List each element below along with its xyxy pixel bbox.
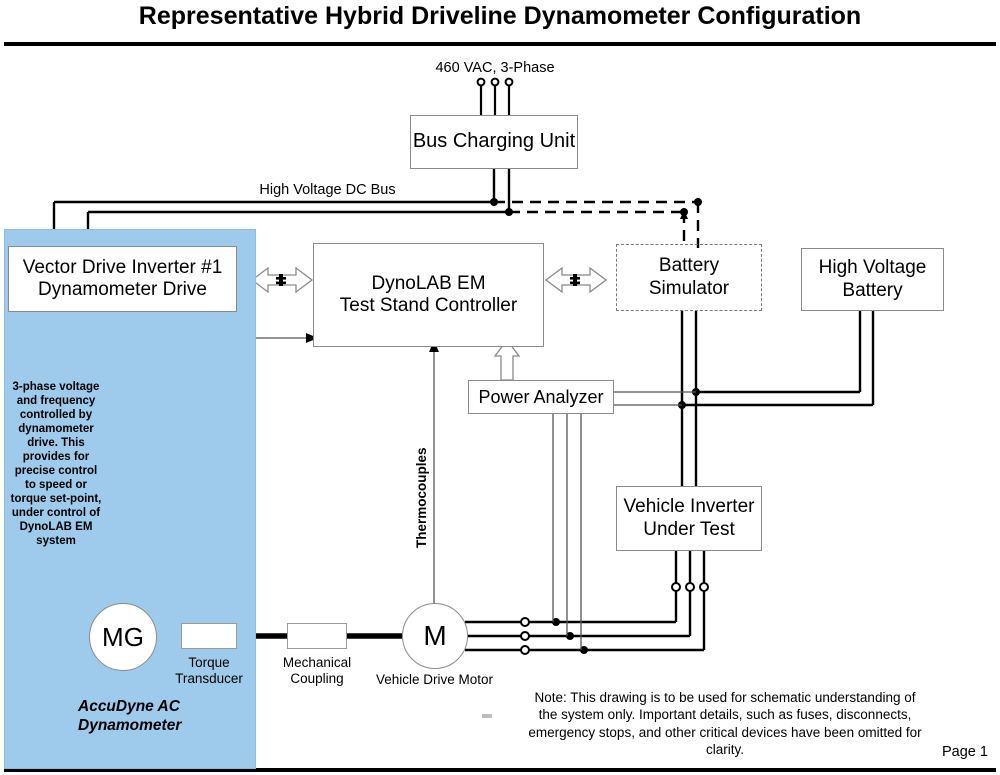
- torque-transducer-label-line2: Transducer: [175, 670, 243, 686]
- mechanical-coupling-label-line1: Mechanical: [282, 655, 352, 670]
- generator-symbol-label: MG: [102, 621, 144, 652]
- dynamometer-machine-symbol[interactable]: MG: [89, 603, 157, 671]
- vehicle-inverter-block[interactable]: Vehicle Inverter Under Test: [616, 486, 762, 551]
- vehicle-inverter-label-line2: Under Test: [643, 518, 735, 540]
- high-voltage-battery-block[interactable]: High Voltage Battery: [801, 248, 944, 311]
- footer-divider: [4, 768, 996, 772]
- accudyne-dynamometer-panel: [4, 229, 256, 769]
- high-voltage-battery-label-line1: High Voltage: [818, 257, 927, 279]
- thermocouples-label: Thermocouples: [414, 447, 429, 548]
- arrow-inverter-controller: [250, 266, 314, 294]
- battery-simulator-label-line1: Battery: [658, 255, 720, 277]
- vehicle-drive-motor-label: Vehicle Drive Motor: [375, 672, 494, 687]
- mechanical-coupling-block[interactable]: [287, 623, 347, 649]
- dc-bus-label: High Voltage DC Bus: [259, 182, 396, 198]
- mechanical-coupling-label-line2: Coupling: [290, 670, 344, 686]
- vehicle-inverter-label-line1: Vehicle Inverter: [623, 496, 755, 518]
- bus-charging-unit-label: Bus Charging Unit: [412, 130, 576, 153]
- bus-charging-unit-block[interactable]: Bus Charging Unit: [410, 115, 578, 169]
- vector-drive-inverter-label-line2: Dynamometer Drive: [38, 279, 207, 300]
- torque-transducer-label-line1: Torque: [188, 655, 230, 670]
- battery-simulator-label-line2: Simulator: [648, 277, 730, 299]
- dynolab-controller-block[interactable]: DynoLAB EM Test Stand Controller: [313, 243, 544, 347]
- page-number: Page 1: [942, 744, 988, 760]
- schematic-note: Note: This drawing is to be used for sch…: [528, 690, 922, 757]
- dynamometer-name-line2: Dynamometer: [78, 717, 182, 735]
- battery-simulator-block[interactable]: Battery Simulator: [616, 244, 762, 311]
- torque-transducer-label: Torque Transducer: [159, 655, 259, 687]
- arrow-controller-batterysim: [544, 266, 608, 294]
- vehicle-drive-motor-symbol[interactable]: M: [402, 603, 468, 669]
- power-analyzer-label: Power Analyzer: [478, 386, 604, 407]
- torque-transducer-block[interactable]: [181, 623, 237, 649]
- vector-drive-inverter-label-line1: Vector Drive Inverter #1: [22, 256, 223, 278]
- controller-label-line1: DynoLAB EM: [371, 272, 486, 294]
- header-divider: [4, 42, 996, 46]
- power-analyzer-block[interactable]: Power Analyzer: [468, 380, 614, 414]
- dynamometer-name: AccuDyne AC Dynamometer: [78, 697, 248, 736]
- vector-drive-inverter-block[interactable]: Vector Drive Inverter #1 Dynamometer Dri…: [8, 246, 237, 312]
- dynamometer-name-line1: AccuDyne AC: [78, 698, 180, 715]
- high-voltage-battery-label-line2: Battery: [842, 279, 903, 301]
- stray-mark: [482, 714, 492, 718]
- motor-symbol-label: M: [423, 620, 447, 651]
- supply-label: 460 VAC, 3-Phase: [435, 60, 555, 76]
- controller-label-line2: Test Stand Controller: [339, 295, 518, 316]
- dynamometer-description: 3-phase voltage and frequency controlled…: [10, 381, 102, 548]
- page-title: Representative Hybrid Driveline Dynamome…: [138, 2, 862, 30]
- mechanical-coupling-label: Mechanical Coupling: [267, 655, 367, 687]
